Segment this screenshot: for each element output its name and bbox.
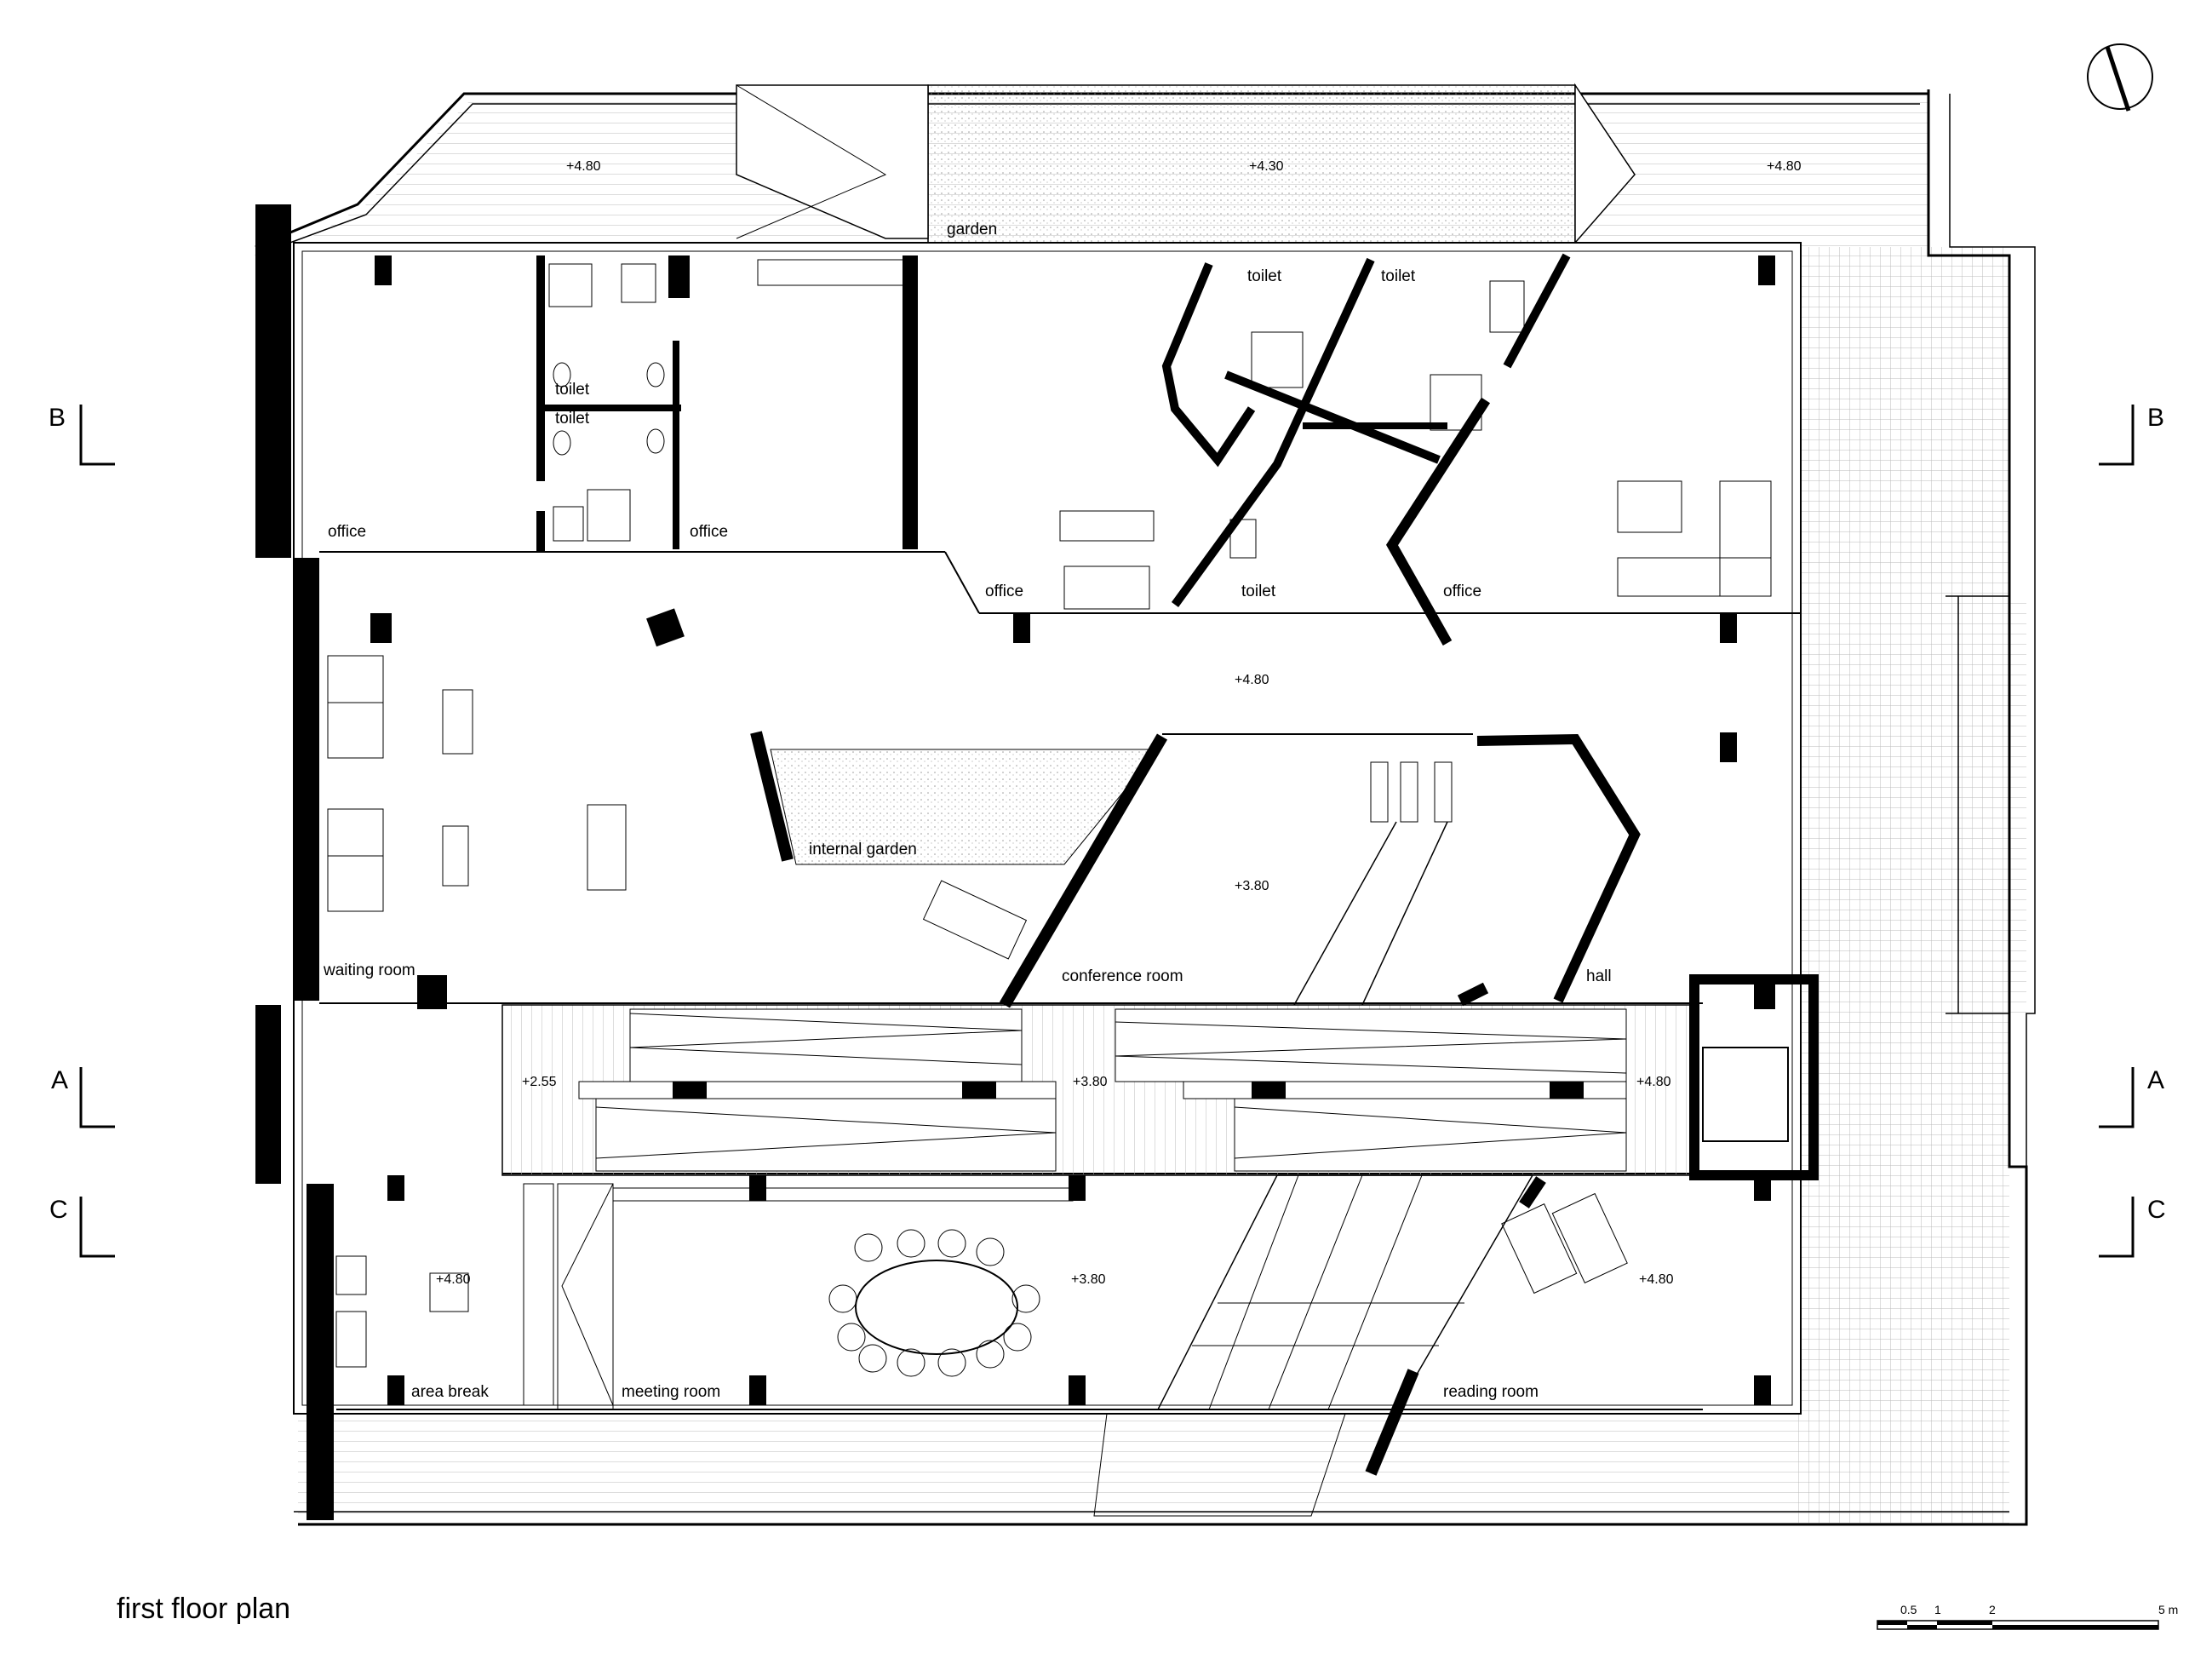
level-break: +4.80 (436, 1272, 471, 1287)
toilet-block-right (1161, 253, 1571, 646)
north-arrow-icon (2087, 43, 2153, 112)
ramp-zone (501, 974, 1819, 1180)
label-conference-room: conference room (1062, 967, 1183, 985)
room-labels: garden toilet toilet toilet toilet toile… (323, 221, 1612, 1401)
level-main-hall: +4.80 (1235, 673, 1269, 687)
label-toilet-5: toilet (1241, 583, 1276, 600)
columns (375, 255, 1775, 762)
level-ramp-left: +2.55 (522, 1075, 557, 1089)
garden-strip (736, 83, 1636, 244)
level-labels: +4.80 +4.30 +4.80 +4.80 +3.80 +2.55 +3.8… (436, 159, 1802, 1287)
level-ramp-mid: +3.80 (1073, 1075, 1108, 1089)
label-area-break: area break (411, 1383, 489, 1401)
scale-label-2: 2 (1989, 1603, 1996, 1616)
drawing-title: first floor plan (117, 1593, 290, 1625)
meeting-chairs (828, 1229, 1040, 1377)
label-reading-room: reading room (1443, 1383, 1539, 1401)
label-toilet-2: toilet (1381, 267, 1416, 285)
label-office-3: office (985, 583, 1023, 600)
waiting-room-furniture (327, 608, 685, 1009)
scale-label-05: 0.5 (1900, 1603, 1917, 1616)
section-a-left: A (51, 1066, 68, 1094)
label-garden: garden (947, 221, 997, 238)
label-toilet-3: toilet (555, 381, 590, 399)
section-b-right: B (2147, 404, 2164, 432)
level-meeting: +3.80 (1071, 1272, 1106, 1287)
terrace-deck (255, 89, 2036, 1526)
label-toilet-1: toilet (1247, 267, 1282, 285)
label-internal-garden: internal garden (809, 841, 917, 858)
label-office-2: office (690, 523, 728, 541)
section-b-left: B (49, 404, 66, 432)
scale-label-5m: 5 m (2158, 1603, 2178, 1616)
section-a-right: A (2147, 1066, 2164, 1094)
section-c-left: C (49, 1196, 68, 1224)
level-terrace-right: +4.80 (1767, 159, 1802, 174)
internal-garden (750, 731, 1641, 1008)
scale-label-1: 1 (1934, 1603, 1941, 1616)
label-office-1: office (328, 523, 366, 541)
level-ramp-right: +4.80 (1636, 1075, 1671, 1089)
section-c-right: C (2147, 1196, 2166, 1224)
lower-rooms (335, 1174, 1771, 1517)
toilet-block-left (536, 255, 918, 552)
level-conference: +3.80 (1235, 879, 1269, 893)
label-toilet-4: toilet (555, 410, 590, 428)
label-waiting-room: waiting room (323, 962, 415, 979)
office-furniture (1059, 480, 1772, 610)
level-garden: +4.30 (1249, 159, 1284, 174)
label-hall: hall (1586, 967, 1612, 985)
level-reading: +4.80 (1639, 1272, 1674, 1287)
label-office-4: office (1443, 583, 1481, 600)
level-terrace-left: +4.80 (566, 159, 601, 174)
section-markers (79, 405, 2135, 1258)
section-letters: B B A A C C (49, 404, 2166, 1224)
label-meeting-room: meeting room (622, 1383, 720, 1401)
scale-bar: 0.5 1 2 5 m (1877, 1603, 2178, 1630)
